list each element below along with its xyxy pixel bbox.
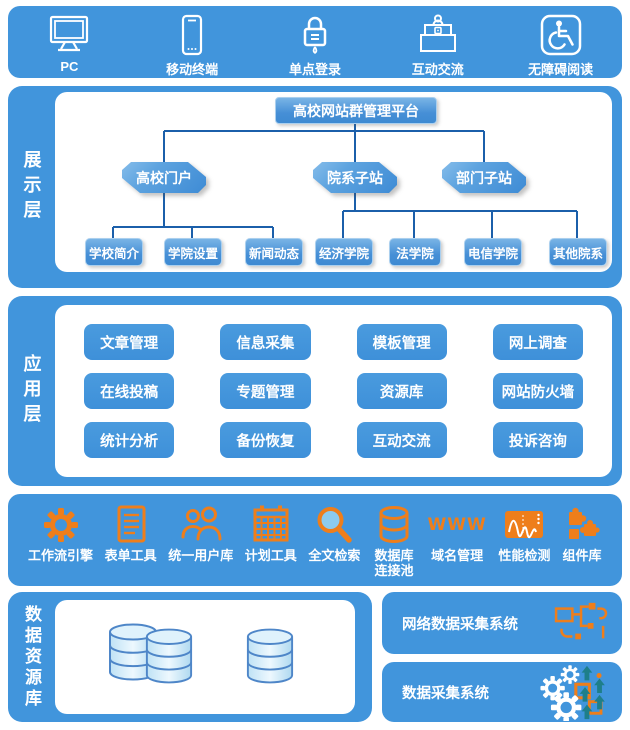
device-bar: PC 移动终端 (8, 6, 622, 78)
section-display-layer: 展示层 高校网站群管理平台 高校门户 院系子站 部门子站 学校简介 学院设置 新… (8, 86, 622, 288)
device-label: 互动交流 (411, 62, 464, 77)
section-data-layer: 数据资源库 (8, 592, 372, 722)
puzzle-icon (562, 503, 602, 547)
tool-components: 组件库 (562, 503, 602, 564)
tool-label: 性能检测 (498, 548, 551, 563)
app-module-firewall: 网站防火墙 (492, 373, 583, 409)
middleware-strip: 工作流引擎 表单工具 (8, 494, 622, 586)
tool-label: 全文检索 (308, 548, 361, 563)
device-item-sso: 单点登录 (265, 14, 365, 78)
tool-domain: WWW 域名管理 (428, 503, 487, 564)
device-item-accessibility: 无障碍阅读 (511, 14, 611, 78)
mobile-icon (179, 14, 205, 56)
app-module-interact: 互动交流 (356, 422, 447, 458)
lock-icon (298, 14, 332, 56)
tree-leaf-other: 其他院系 (549, 238, 607, 266)
tool-search: 全文检索 (308, 503, 360, 564)
tool-label: 组件库 (562, 548, 602, 563)
application-layer-label: 应用层 (21, 353, 42, 429)
tree-leaf-law: 法学院 (389, 238, 441, 266)
data-layer-label: 数据资源库 (22, 604, 41, 710)
service-desk-icon (416, 14, 460, 56)
tree-node-faculty-sites: 院系子站 (313, 162, 397, 193)
tree-leaf-telecom: 电信学院 (464, 238, 522, 266)
system-box-data-collect: 数据采集系统 (382, 662, 622, 722)
tool-users: 统一用户库 (168, 503, 233, 564)
data-collect-icon (532, 663, 610, 721)
system-label: 数据采集系统 (402, 685, 489, 702)
system-label: 网络数据采集系统 (402, 616, 518, 633)
app-module-complaint: 投诉咨询 (492, 422, 583, 458)
tool-workflow: 工作流引擎 (28, 503, 93, 564)
database-icon (374, 503, 414, 547)
tool-db-pool: 数据库连接池 (372, 503, 416, 579)
device-label: 单点登录 (288, 62, 341, 77)
gear-icon (41, 503, 81, 547)
tree-leaf-school-intro: 学校简介 (85, 238, 143, 266)
section-application-layer: 应用层 文章管理 信息采集 模板管理 网上调查 在线投稿 专题管理 资源库 网站… (8, 296, 622, 486)
app-module-template: 模板管理 (356, 324, 447, 360)
tool-label: 域名管理 (431, 548, 484, 563)
device-item-pc: PC (19, 14, 119, 74)
tree-leaf-economics: 经济学院 (315, 238, 373, 266)
tool-label: 计划工具 (244, 548, 297, 563)
tool-label: 表单工具 (104, 548, 157, 563)
users-icon (179, 503, 223, 547)
search-icon (314, 503, 354, 547)
tool-label: 统一用户库 (168, 548, 234, 563)
desktop-icon (45, 14, 93, 56)
performance-monitor-icon (502, 503, 546, 547)
tool-label: 工作流引擎 (28, 548, 94, 563)
device-label: 移动终端 (166, 62, 219, 77)
database-cylinders-icon (246, 628, 294, 684)
app-module-resources: 资源库 (356, 373, 447, 409)
device-item-mobile: 移动终端 (142, 14, 242, 78)
app-module-stats: 统计分析 (84, 422, 175, 458)
tree-node-portal: 高校门户 (122, 162, 206, 193)
form-document-icon (113, 503, 149, 547)
app-module-backup: 备份恢复 (220, 422, 311, 458)
network-collect-icon (554, 599, 610, 647)
tree-root-node: 高校网站群管理平台 (275, 97, 437, 124)
tool-form: 表单工具 (105, 503, 157, 564)
app-module-topics: 专题管理 (220, 373, 311, 409)
tool-label: 数据库连接池 (374, 548, 414, 578)
site-tree-panel: 高校网站群管理平台 高校门户 院系子站 部门子站 学校简介 学院设置 新闻动态 … (55, 92, 612, 272)
app-module-survey: 网上调查 (492, 324, 583, 360)
device-item-interact: 互动交流 (388, 14, 488, 78)
accessibility-icon (539, 14, 583, 56)
tool-planner: 计划工具 (245, 503, 297, 564)
calendar-icon (251, 503, 291, 547)
display-layer-label: 展示层 (21, 149, 42, 225)
www-icon: WWW (427, 515, 487, 535)
app-module-article: 文章管理 (84, 324, 175, 360)
device-label: PC (60, 59, 79, 74)
data-panel (55, 600, 355, 714)
tree-node-dept-sites: 部门子站 (442, 162, 526, 193)
tool-performance: 性能检测 (498, 503, 550, 564)
app-module-info: 信息采集 (220, 324, 311, 360)
tree-leaf-college-setup: 学院设置 (164, 238, 222, 266)
device-label: 无障碍阅读 (528, 62, 594, 77)
system-box-network-collect: 网络数据采集系统 (382, 592, 622, 654)
tree-leaf-news: 新闻动态 (245, 238, 303, 266)
tree-connectors (112, 120, 578, 239)
app-module-submit: 在线投稿 (84, 373, 175, 409)
application-panel: 文章管理 信息采集 模板管理 网上调查 在线投稿 专题管理 资源库 网站防火墙 … (55, 305, 612, 477)
database-cylinders-icon (145, 628, 193, 684)
